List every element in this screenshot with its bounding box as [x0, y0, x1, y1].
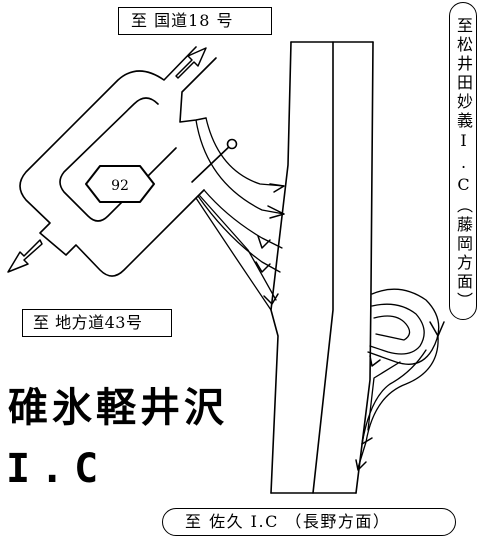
ramp-4 [197, 195, 281, 273]
flow-arrow-1 [269, 183, 285, 193]
loop-exit-2 [361, 349, 427, 445]
flow-arrow-6 [369, 355, 381, 367]
ramp-1 [205, 117, 285, 187]
expressway [270, 41, 374, 494]
ramp-3 [203, 189, 283, 249]
destination-left-label: 至 地方道43号 [22, 309, 172, 337]
signal-head [226, 138, 238, 150]
expressway-median [312, 41, 334, 494]
flow-arrow-4 [255, 261, 271, 273]
loop-inner [373, 315, 411, 341]
ramp-5 [199, 195, 277, 301]
route-92-badge: 92 [85, 165, 155, 203]
route-badge-shape [85, 165, 155, 203]
expressway-left-edge [270, 41, 292, 494]
destination-right-text: 至松井田妙義I.C（藤岡方面） [454, 17, 473, 311]
destination-bottom-text: 至 佐久 I.C （長野方面） [185, 512, 391, 531]
flow-arrow-5 [263, 293, 279, 305]
destination-right-label: 至松井田妙義I.C（藤岡方面） [449, 2, 477, 320]
flow-arrow-3 [257, 235, 271, 249]
destination-top-label: 至 国道18 号 [118, 7, 272, 35]
loop-outer [367, 288, 440, 365]
access-roads [19, 46, 217, 277]
loop-ramp [357, 288, 440, 469]
loop-exit-1 [357, 335, 439, 469]
ramps [195, 117, 285, 311]
signal-pole [191, 143, 233, 183]
arrow-to-prefectural-43 [7, 239, 43, 273]
flow-arrow-7 [361, 431, 373, 445]
flow-arrow-8 [355, 459, 367, 471]
ramp-6 [195, 197, 272, 311]
road-outer-edge [19, 46, 205, 277]
loop-middle [369, 303, 425, 355]
arrow-to-route-18 [175, 47, 207, 79]
road-inner-loop [59, 97, 177, 222]
ramp-2 [195, 119, 285, 215]
flow-arrow-2 [267, 205, 285, 219]
direction-arrows [7, 47, 445, 471]
signal-marker [191, 138, 238, 183]
route-badge-number: 92 [111, 178, 129, 194]
loop-exit-3 [367, 361, 401, 431]
interchange-name: 碓氷軽井沢 [8, 385, 228, 431]
destination-top-text: 至 国道18 号 [131, 11, 234, 30]
destination-left-text: 至 地方道43号 [33, 313, 143, 332]
interchange-suffix: I.C [6, 446, 109, 492]
flow-arrow-9 [429, 321, 445, 337]
destination-bottom-label: 至 佐久 I.C （長野方面） [162, 508, 456, 536]
road-connector [179, 57, 217, 123]
